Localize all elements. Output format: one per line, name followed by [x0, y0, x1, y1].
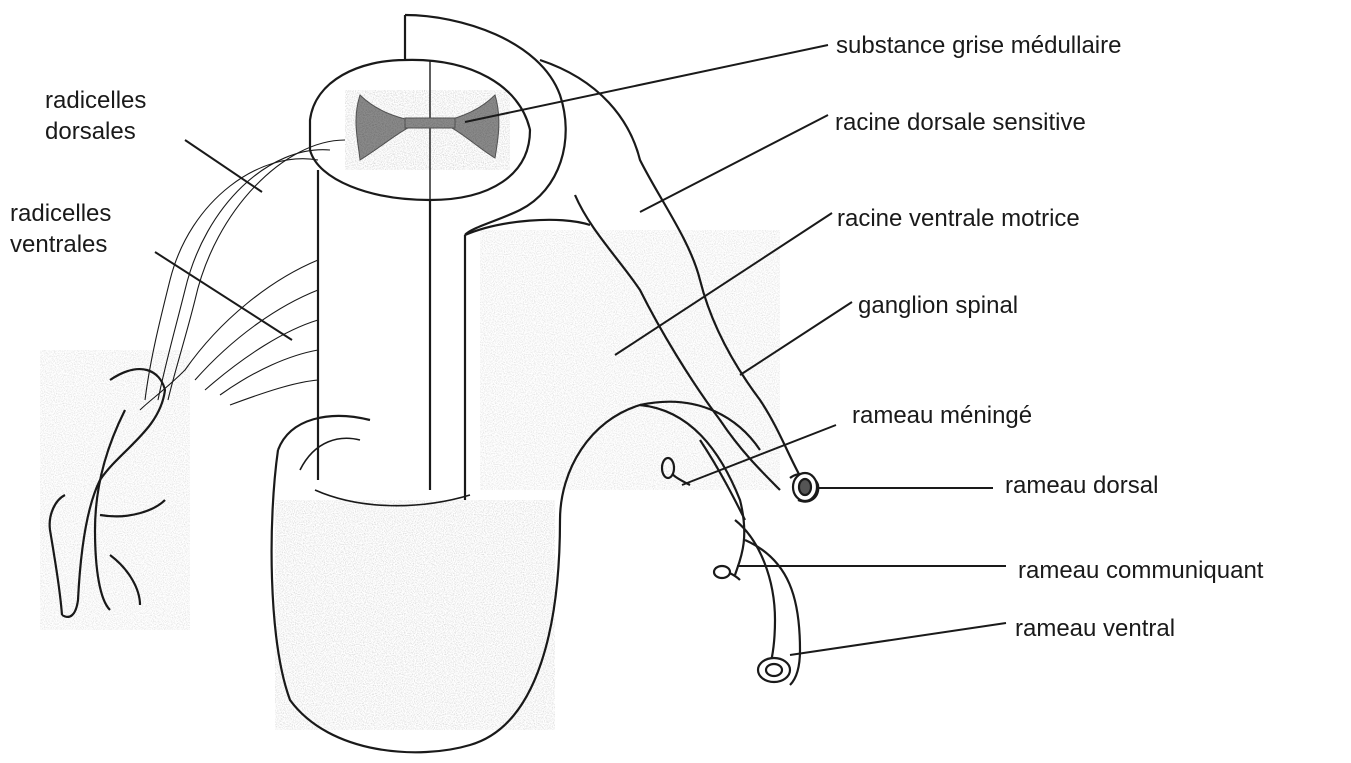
label-substance-grise: substance grise médullaire	[836, 30, 1121, 61]
leader-substance-grise	[465, 45, 828, 122]
label-rameau-meninge: rameau méningé	[852, 400, 1032, 431]
label-rameau-dorsal: rameau dorsal	[1005, 470, 1158, 501]
label-ganglion-spinal: ganglion spinal	[858, 290, 1018, 321]
label-rameau-ventral: rameau ventral	[1015, 613, 1175, 644]
leader-rameau-ventral	[790, 623, 1006, 655]
label-rameau-communiquant: rameau communiquant	[1018, 555, 1263, 586]
label-radicelles-dorsales-line2: dorsales	[45, 116, 146, 147]
label-racine-ventrale: racine ventrale motrice	[837, 203, 1080, 234]
leader-racine-dorsale	[640, 115, 828, 212]
label-radicelles-ventrales-line2: ventrales	[10, 229, 111, 260]
leader-radicelles-dorsales	[185, 140, 262, 192]
label-radicelles-dorsales: radicelles dorsales	[45, 85, 146, 147]
label-radicelles-ventrales: radicelles ventrales	[10, 198, 111, 260]
label-radicelles-dorsales-line1: radicelles	[45, 85, 146, 116]
label-racine-dorsale: racine dorsale sensitive	[835, 107, 1086, 138]
label-radicelles-ventrales-line1: radicelles	[10, 198, 111, 229]
